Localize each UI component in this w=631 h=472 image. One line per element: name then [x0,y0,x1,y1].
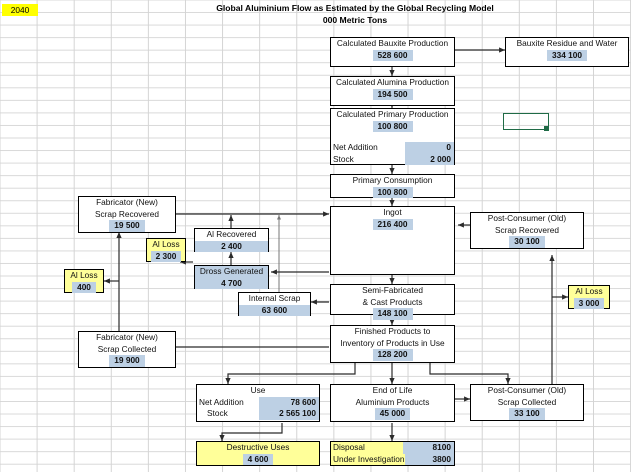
node-label-1: End of Life [372,385,413,395]
node-fabricator-new-scrap-collected[interactable]: Fabricator (New) Scrap Collected 19 900 [78,331,176,368]
node-primary-consumption[interactable]: Primary Consumption 100 800 [330,174,455,199]
row-value: 2 000 [405,153,454,166]
node-label-1: Post-Consumer (Old) [487,385,567,395]
node-internal-scrap[interactable]: Internal Scrap 63 600 [238,292,311,317]
row-label: Disposal [333,442,365,452]
node-value: 334 100 [547,49,587,62]
disposal-row: Disposal 8100 [331,442,454,454]
node-post-consumer-old-scrap-collected[interactable]: Post-Consumer (Old) Scrap Collected 33 1… [470,384,584,421]
node-value: 400 [72,281,96,294]
node-value: 194 500 [372,88,413,101]
node-destructive-uses[interactable]: Destructive Uses 4 600 [196,441,320,466]
cell-selection-rectangle[interactable] [503,113,549,130]
node-stock-row: Stock 2 000 [331,153,454,166]
node-label-1: Finished Products to [354,326,431,336]
node-label: Use [250,385,266,395]
node-al-loss-3000[interactable]: Al Loss 3 000 [568,285,610,310]
node-value: 63 600 [239,304,310,317]
node-label-2: Scrap Collected [497,396,557,407]
under-investigation-row: Under Investigation 3800 [331,453,454,466]
node-label-2: Aluminium Products [355,396,430,407]
node-value: 2 300 [150,250,182,263]
node-label: Internal Scrap [248,293,301,303]
node-label: Al Loss [70,270,98,280]
use-stock-row: Stock 2 565 100 [197,408,319,420]
node-label-1: Fabricator (New) [96,332,158,342]
node-label: Calculated Primary Production [336,109,449,119]
node-net-addition-row: Net Addition 0 [331,142,454,154]
node-value: 100 800 [372,120,413,133]
title-line-2: 000 Metric Tons [322,14,388,25]
node-end-of-life-aluminium-products[interactable]: End of Life Aluminium Products 45 000 [330,384,455,422]
page-title: Global Aluminium Flow as Estimated by th… [160,3,550,26]
node-label-2: Scrap Recovered [494,224,560,235]
node-use[interactable]: Use Net Addition 78 600 Stock 2 565 100 [196,384,320,422]
node-calculated-bauxite-production[interactable]: Calculated Bauxite Production 528 600 [330,37,455,67]
fill-handle[interactable] [544,126,549,131]
row-value: 0 [405,142,454,154]
row-value: 78 600 [259,396,319,409]
row-label: Net Addition [333,142,378,153]
node-ingot[interactable]: Ingot 216 400 [330,206,455,275]
node-value: 33 100 [509,408,545,420]
node-al-recovered[interactable]: Al Recovered 2 400 [194,228,269,253]
node-calculated-primary-production[interactable]: Calculated Primary Production 100 800 Ne… [330,108,455,166]
node-label: Destructive Uses [226,442,290,452]
node-finished-products[interactable]: Finished Products to Inventory of Produc… [330,325,455,363]
node-value: 19 900 [109,355,145,367]
node-label: Calculated Bauxite Production [336,38,449,48]
node-value: 128 200 [372,349,413,361]
year-cell[interactable]: 2040 [2,4,38,16]
node-al-loss-2300[interactable]: Al Loss 2 300 [146,238,186,263]
node-label: Al Loss [575,286,603,296]
row-label: Net Addition [199,396,244,407]
node-label-1: Semi-Fabricated [362,285,423,295]
node-value: 100 800 [372,186,413,199]
node-dross-generated[interactable]: Dross Generated 4 700 [194,265,269,290]
node-label-2: Inventory of Products in Use [340,337,445,348]
node-value: 3 000 [573,297,605,310]
node-post-consumer-old-scrap-recovered[interactable]: Post-Consumer (Old) Scrap Recovered 30 1… [470,212,584,249]
node-label: Bauxite Residue and Water [516,38,618,48]
node-label: Calculated Alumina Production [336,77,449,87]
node-fabricator-new-scrap-recovered[interactable]: Fabricator (New) Scrap Recovered 19 500 [78,196,176,233]
node-value: 30 100 [509,236,545,248]
node-value: 2 400 [195,240,268,253]
node-value: 528 600 [372,49,413,62]
node-disposal-under-investigation[interactable]: Disposal 8100 Under Investigation 3800 [330,441,455,466]
node-label: Primary Consumption [352,175,433,185]
row-value: 8100 [403,442,454,454]
title-line-1: Global Aluminium Flow as Estimated by th… [216,3,494,13]
node-label: Al Loss [152,239,180,249]
node-al-loss-400[interactable]: Al Loss 400 [64,269,104,294]
node-bauxite-residue-and-water[interactable]: Bauxite Residue and Water 334 100 [505,37,629,67]
node-calculated-alumina-production[interactable]: Calculated Alumina Production 194 500 [330,76,455,106]
node-value: 45 000 [374,408,411,420]
node-label-1: Fabricator (New) [96,197,158,207]
row-label: Stock [333,153,354,164]
node-label: Ingot [383,207,402,217]
use-net-addition-row: Net Addition 78 600 [197,396,319,409]
node-label-2: & Cast Products [362,296,423,307]
node-value: 216 400 [372,218,413,231]
row-label: Stock [207,408,228,419]
node-label: Al Recovered [195,229,268,241]
row-label: Under Investigation [333,453,405,464]
node-value: 4 700 [195,277,268,290]
row-value: 2 565 100 [259,408,319,420]
row-value: 3800 [404,453,454,466]
node-label: Dross Generated [199,266,264,276]
node-semi-fabricated-cast-products[interactable]: Semi-Fabricated & Cast Products 148 100 [330,284,455,320]
node-label-1: Post-Consumer (Old) [487,213,567,223]
node-label-2: Scrap Collected [97,343,157,354]
node-value: 19 500 [109,220,145,232]
node-value: 4 600 [242,453,274,466]
node-label-2: Scrap Recovered [94,208,160,219]
node-value: 148 100 [372,308,413,320]
